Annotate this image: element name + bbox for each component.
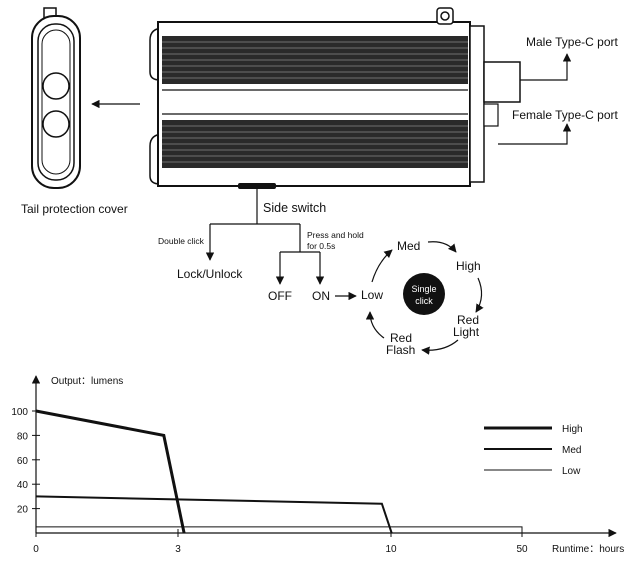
single-click-circle	[403, 273, 445, 315]
chart-legend: High Med Low	[484, 424, 583, 477]
y-tick-label: 80	[17, 431, 29, 442]
mode-red-light-line1: Red	[457, 313, 479, 327]
series-med-line	[35, 495, 393, 534]
cycle-arrow-red-flash	[421, 339, 459, 355]
legend-high: High	[562, 424, 583, 435]
male-port-leader	[520, 53, 572, 81]
mode-red-light-line2: Light	[453, 325, 480, 339]
y-axis-label: Output：lumens	[51, 376, 123, 387]
x-tick-label: 3	[175, 544, 181, 555]
x-axis-label: Runtime：hours	[552, 544, 624, 555]
device-body	[149, 7, 521, 189]
press-hold-line2: for 0.5s	[307, 241, 335, 251]
cycle-arrow-high-red	[475, 277, 484, 313]
x-tick-label: 0	[33, 544, 39, 555]
cycle-arrow-low-med	[371, 249, 393, 283]
female-port-label: Female Type-C port	[512, 108, 618, 122]
x-tick-label: 10	[385, 544, 397, 555]
x-tick-label: 50	[516, 544, 528, 555]
side-switch-label: Side switch	[263, 201, 326, 215]
single-click-line2: click	[415, 296, 433, 306]
mode-red-flash-line2: Flash	[386, 343, 415, 357]
mode-low: Low	[361, 288, 383, 302]
y-tick-label: 100	[11, 407, 28, 418]
off-label: OFF	[268, 289, 292, 303]
male-port-label: Male Type-C port	[526, 35, 618, 49]
single-click-line1: Single	[411, 284, 436, 294]
press-hold-line1: Press and hold	[307, 230, 364, 240]
tail-protection-cover	[31, 7, 81, 189]
runtime-chart: Output：lumens Runtime：hours 10080604020 …	[11, 375, 624, 555]
mode-red-flash-line1: Red	[390, 331, 412, 345]
legend-low: Low	[562, 466, 581, 477]
on-label: ON	[312, 289, 330, 303]
mode-high: High	[456, 259, 481, 273]
tail-cover-label: Tail protection cover	[21, 202, 128, 216]
y-tick-label: 20	[17, 505, 29, 516]
y-tick-label: 40	[17, 480, 29, 491]
y-tick-label: 60	[17, 456, 29, 467]
series-high-line	[35, 409, 186, 534]
cycle-arrow-flash-low	[365, 311, 385, 339]
female-port-leader	[498, 123, 572, 145]
double-click-label: Double click	[158, 236, 205, 246]
cycle-arrow-med-high	[427, 241, 457, 253]
legend-med: Med	[562, 445, 581, 456]
mode-med: Med	[397, 239, 420, 253]
lock-unlock-label: Lock/Unlock	[177, 267, 243, 281]
series-low-line	[36, 526, 523, 533]
